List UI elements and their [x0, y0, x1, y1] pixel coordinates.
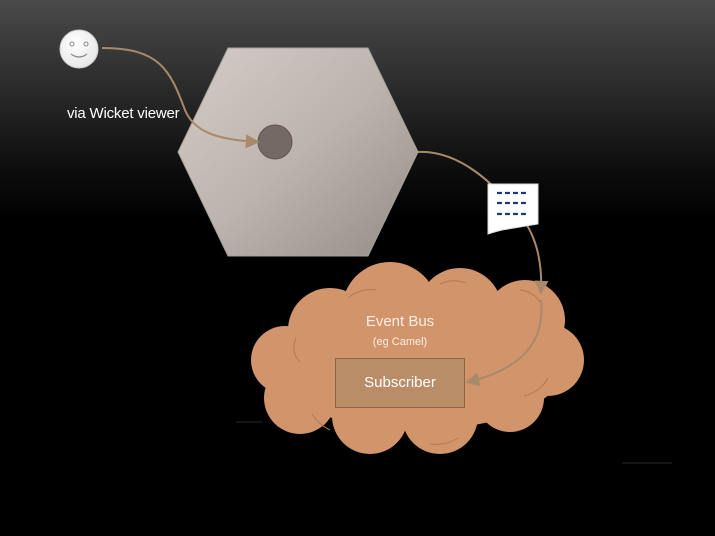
domain-object-circle	[257, 124, 293, 160]
event-bus-subtitle: (eg Camel)	[372, 336, 428, 348]
subscriber-label: Subscriber	[364, 374, 436, 391]
document-icon	[487, 183, 539, 235]
subscriber-box: Subscriber	[335, 358, 465, 408]
smiley-face-icon	[59, 29, 99, 69]
event-bus-title: Event Bus	[365, 313, 435, 330]
user-to-object-connector	[101, 47, 260, 149]
user-access-label: via Wicket viewer	[67, 105, 180, 122]
application-hexagon	[177, 47, 419, 257]
bus-to-subscriber-connector	[465, 299, 543, 387]
